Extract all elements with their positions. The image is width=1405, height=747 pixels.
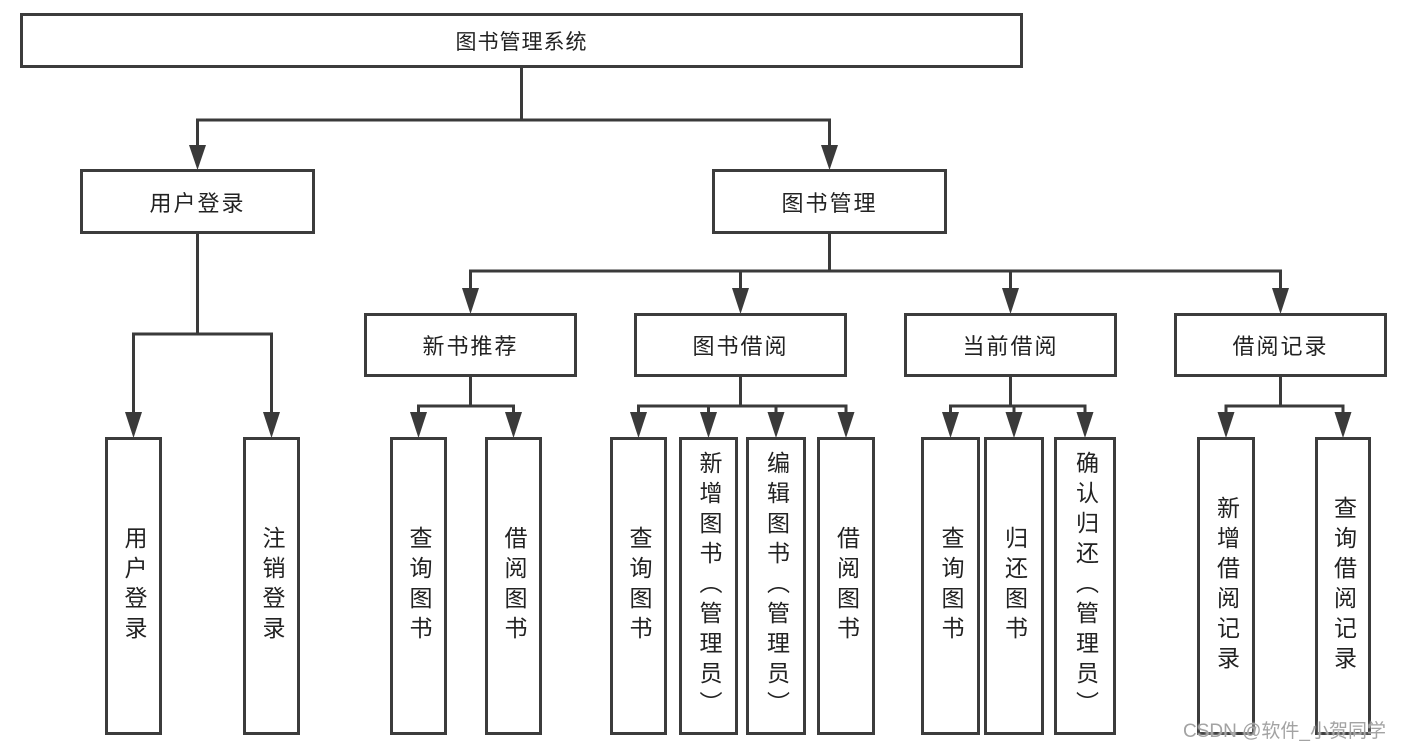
leaf-bb-query-books: 查询图书 — [610, 437, 667, 735]
connector-current-borrow-to-leaves — [942, 377, 1094, 438]
leaf-cb-confirm-return: 确认归还（管理员） — [1054, 437, 1116, 735]
leaf-user-login: 用户登录 — [105, 437, 162, 735]
connector-borrow-record-to-leaves — [1217, 377, 1352, 438]
leaf-cb-return-books-label: 归还图书 — [1001, 526, 1028, 646]
node-root: 图书管理系统 — [20, 13, 1023, 68]
node-borrow-record-label: 借阅记录 — [1232, 334, 1329, 359]
leaf-bb-borrow-books: 借阅图书 — [817, 437, 875, 735]
leaf-bb-edit-books: 编辑图书（管理员） — [746, 437, 806, 735]
leaf-rec-query-books-label: 查询图书 — [406, 526, 432, 646]
leaf-rec-query-books: 查询图书 — [390, 437, 447, 735]
leaf-bb-add-books-label: 新增图书（管理员） — [696, 451, 722, 721]
node-book-borrow-label: 图书借阅 — [692, 334, 789, 359]
leaf-logout: 注销登录 — [243, 437, 300, 735]
leaf-bb-borrow-books-label: 借阅图书 — [833, 526, 860, 646]
node-current-borrow: 当前借阅 — [904, 313, 1117, 377]
leaf-br-query-record: 查询借阅记录 — [1315, 437, 1371, 735]
node-book-mgmt: 图书管理 — [712, 169, 947, 234]
leaf-br-add-record-label: 新增借阅记录 — [1213, 496, 1240, 676]
leaf-cb-confirm-return-label: 确认归还（管理员） — [1072, 451, 1099, 721]
connector-book-mgmt-to-level3 — [462, 234, 1289, 314]
node-borrow-record: 借阅记录 — [1174, 313, 1387, 377]
leaf-bb-add-books: 新增图书（管理员） — [679, 437, 738, 735]
watermark: CSDN @软件_小贺同学 — [1183, 721, 1386, 742]
connector-user-login-to-leaves — [125, 234, 280, 438]
leaf-cb-query-books-label: 查询图书 — [938, 526, 964, 646]
node-book-borrow: 图书借阅 — [634, 313, 847, 377]
leaf-logout-label: 注销登录 — [259, 526, 285, 646]
leaf-bb-edit-books-label: 编辑图书（管理员） — [763, 451, 790, 721]
leaf-cb-return-books: 归还图书 — [984, 437, 1044, 735]
leaf-user-login-label: 用户登录 — [121, 526, 147, 646]
node-root-label: 图书管理系统 — [455, 30, 588, 54]
node-user-login: 用户登录 — [80, 169, 315, 234]
leaf-rec-borrow-books: 借阅图书 — [485, 437, 542, 735]
node-new-book-rec-label: 新书推荐 — [422, 334, 519, 359]
leaf-br-add-record: 新增借阅记录 — [1197, 437, 1255, 735]
connector-new-book-rec-to-leaves — [410, 377, 522, 438]
node-user-login-label: 用户登录 — [149, 190, 246, 216]
leaf-br-query-record-label: 查询借阅记录 — [1330, 496, 1357, 676]
node-current-borrow-label: 当前借阅 — [962, 334, 1059, 359]
node-book-mgmt-label: 图书管理 — [781, 190, 878, 216]
leaf-cb-query-books: 查询图书 — [921, 437, 980, 735]
connector-book-borrow-to-leaves — [630, 377, 855, 438]
leaf-bb-query-books-label: 查询图书 — [626, 526, 652, 646]
node-new-book-rec: 新书推荐 — [364, 313, 577, 377]
leaf-rec-borrow-books-label: 借阅图书 — [501, 526, 527, 646]
connector-root-to-level2 — [189, 68, 838, 170]
